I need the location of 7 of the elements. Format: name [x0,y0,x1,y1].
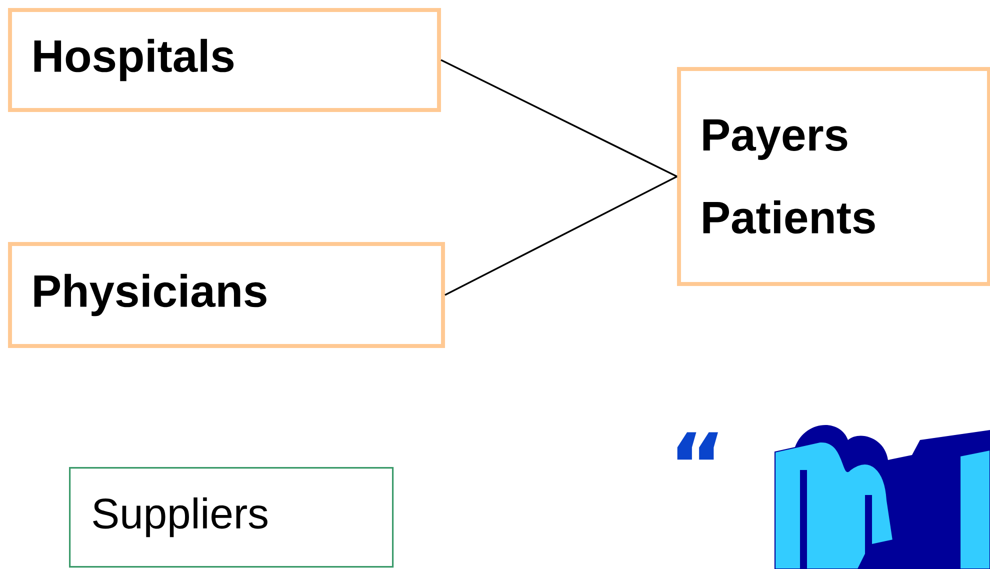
connector-line [440,59,678,178]
quote-mark: “ [677,432,718,460]
labelled-box: Suppliers [69,467,394,568]
connector-line [444,176,678,296]
labelled-box: Physicians [8,242,445,348]
labelled-box: Payers Patients [677,67,990,286]
labelled-box: Hospitals [8,8,441,112]
